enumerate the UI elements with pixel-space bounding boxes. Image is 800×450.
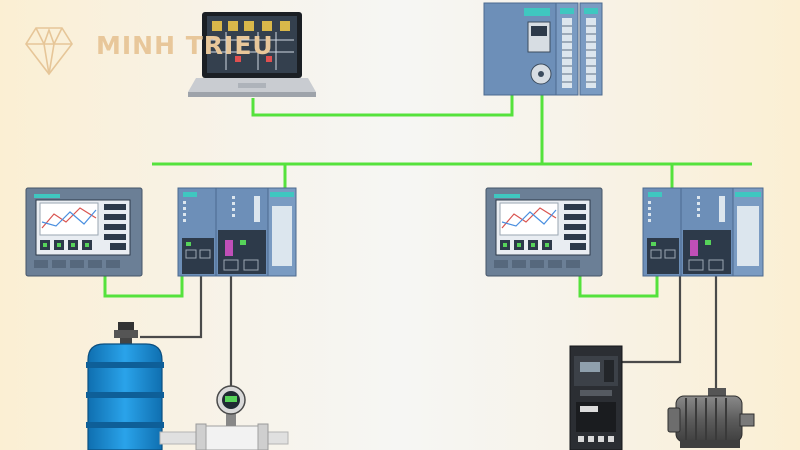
hmi-right-icon[interactable] [485,187,603,277]
tank-level-sensor-icon[interactable] [86,322,164,450]
brand-logo-icon [25,27,73,76]
flow-meter-icon[interactable] [159,385,289,450]
hmi-left-icon[interactable] [25,187,143,277]
signal-wires [140,276,718,388]
network-links [103,93,752,298]
link-hmi-left-plc-left [103,275,184,298]
wire-plc-right-vfd [621,276,682,364]
laptop-icon[interactable] [188,12,316,97]
vfd-icon[interactable] [569,345,623,450]
link-laptop-plc-main [251,93,514,117]
motor-icon[interactable] [667,388,755,448]
wire-plc-left-tank [140,276,203,339]
brand-name: MINH TRIEU [96,31,274,60]
plc-main-icon[interactable] [483,2,603,96]
plc-left-icon[interactable] [177,187,297,277]
link-hmi-right-plc-right [578,275,659,298]
plc-right-icon[interactable] [642,187,764,277]
